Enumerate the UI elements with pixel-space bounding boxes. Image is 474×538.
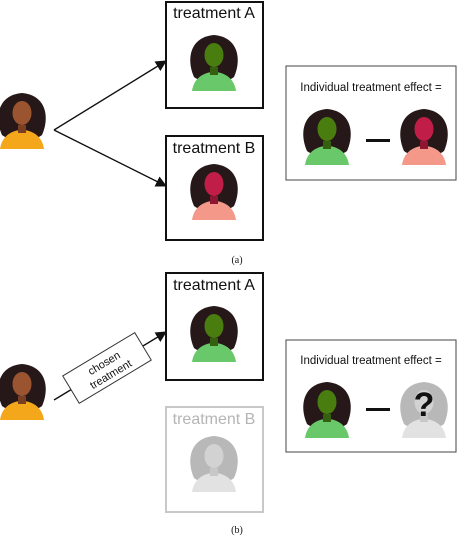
treatment-a-box: treatment A xyxy=(165,1,264,109)
treatment-b-title: treatment B xyxy=(173,140,256,157)
panel-b: chosen treatment treatment A treatment B xyxy=(0,272,457,536)
caption-a: (a) xyxy=(231,255,242,266)
treatment-b-box-b: treatment B xyxy=(165,406,264,513)
treatment-a-box-b: treatment A xyxy=(165,272,264,381)
treatment-a-person-b xyxy=(190,306,238,362)
treatment-b-box: treatment B xyxy=(165,135,264,241)
effect-title-a: Individual treatment effect = xyxy=(300,82,442,94)
arrow-to-treatment-b xyxy=(53,129,168,187)
treatment-b-person-greyed xyxy=(190,436,238,492)
treatment-b-person xyxy=(190,164,238,220)
original-person-a xyxy=(0,93,46,149)
question-mark-icon: ? xyxy=(414,386,435,424)
effect-box-b: Individual treatment effect = ? xyxy=(285,339,457,453)
panel-a: treatment A treatment B Individual treat… xyxy=(0,1,457,266)
effect-box-a: Individual treatment effect = xyxy=(285,65,457,181)
effect-a-person-treated-a xyxy=(303,109,351,165)
arrow-to-treatment-a xyxy=(53,60,167,131)
treatment-b-title-b: treatment B xyxy=(173,411,256,428)
effect-b-person-unknown: ? xyxy=(400,382,448,438)
minus-sign-b xyxy=(366,408,390,411)
treatment-a-title: treatment A xyxy=(173,5,255,22)
treatment-a-person xyxy=(190,35,238,91)
effect-b-person-treated-a xyxy=(303,382,351,438)
effect-title-b: Individual treatment effect = xyxy=(300,355,442,367)
effect-a-person-treated-b xyxy=(400,109,448,165)
chosen-treatment-label: chosen treatment xyxy=(62,331,152,405)
treatment-a-title-b: treatment A xyxy=(173,277,255,294)
original-person-b xyxy=(0,364,46,420)
caption-b: (b) xyxy=(231,525,243,536)
minus-sign-a xyxy=(366,139,390,142)
